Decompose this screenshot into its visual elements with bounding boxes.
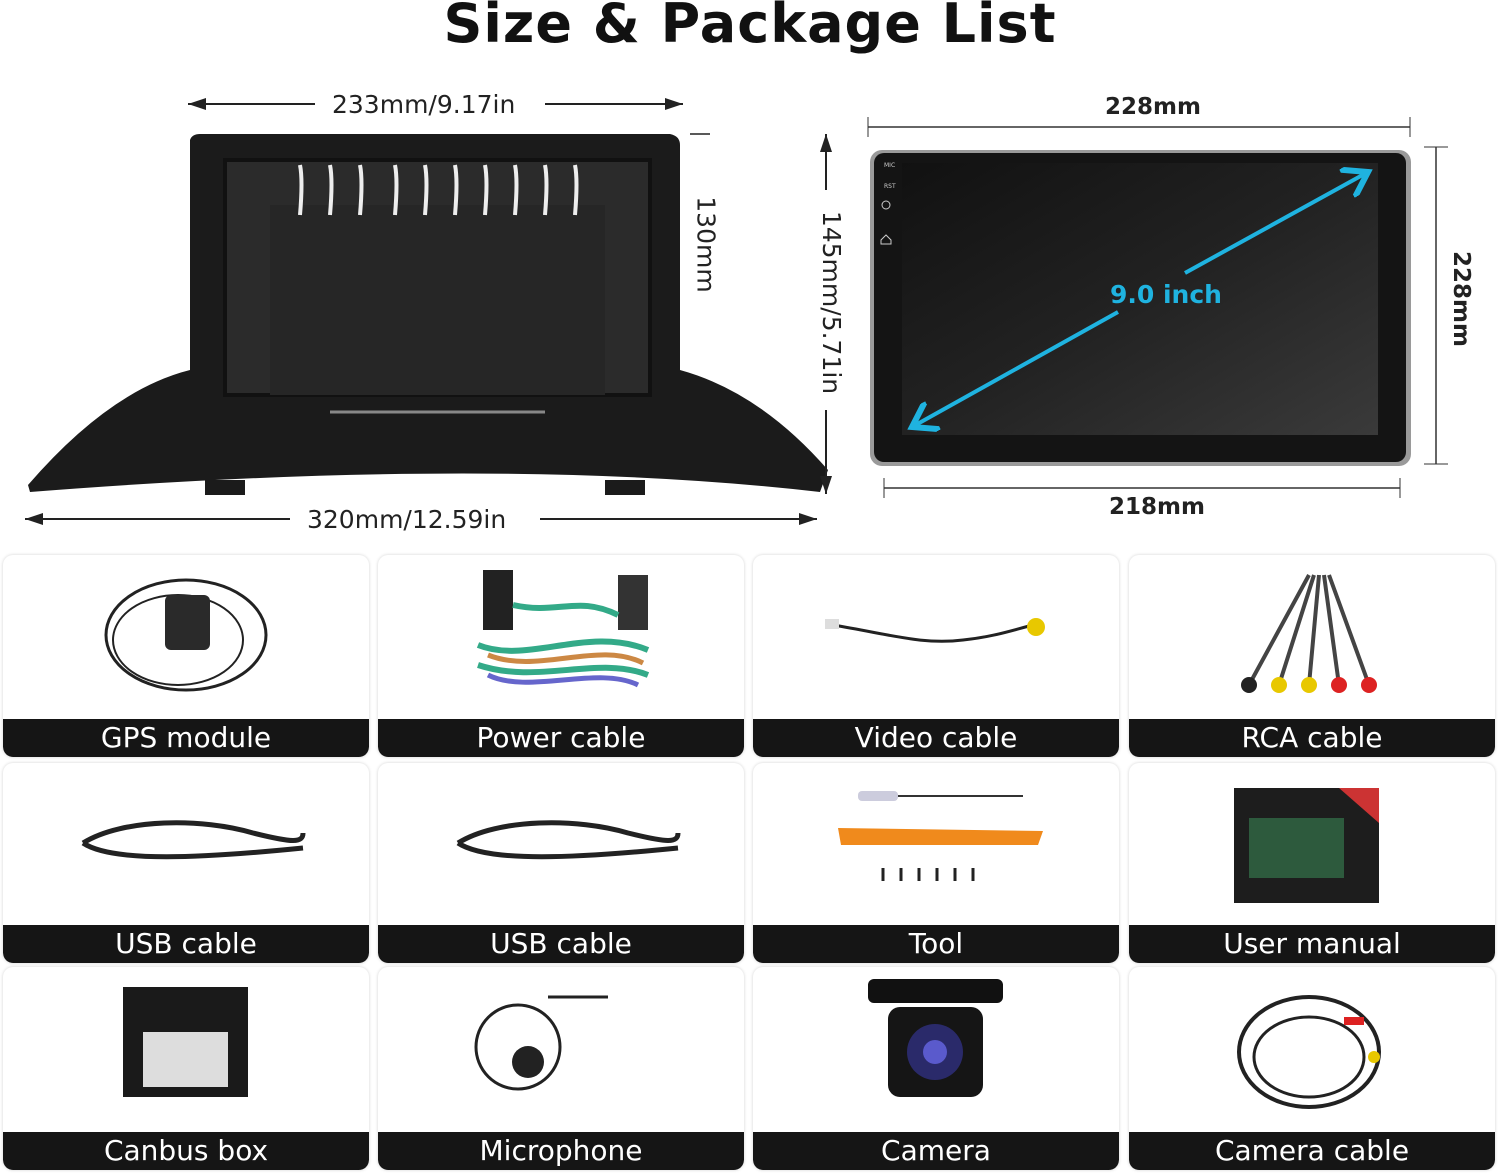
manual-icon (1234, 788, 1379, 903)
wire-harness-icon (476, 570, 650, 688)
package-item-label: Camera (753, 1132, 1119, 1170)
screen-bottom-width: 218mm (1099, 494, 1215, 520)
head-unit-screen-image (870, 150, 1411, 466)
package-item-label: Camera cable (1129, 1132, 1495, 1170)
package-item-label: Power cable (378, 719, 744, 757)
package-item-label: GPS module (3, 719, 369, 757)
usb-cable-icon (81, 820, 306, 860)
frame-top-width: 233mm/9.17in (322, 90, 526, 119)
camera-icon (868, 979, 1003, 1097)
package-item-card: Canbus box (3, 967, 369, 1170)
usb-cable-icon (456, 820, 681, 860)
package-item-card: Power cable (378, 555, 744, 757)
package-item-card: USB cable (3, 763, 369, 963)
package-item-label: Microphone (378, 1132, 744, 1170)
screen-height: 228mm (1447, 241, 1474, 357)
rst-label: RST (884, 183, 896, 190)
page-title: Size & Package List (443, 0, 1057, 55)
gps-antenna-icon (104, 578, 268, 692)
rca-cable-icon (1241, 574, 1377, 693)
package-item-label: RCA cable (1129, 719, 1495, 757)
screen-top-width: 228mm (1095, 94, 1211, 120)
package-item-card: User manual (1129, 763, 1495, 963)
video-cable-icon (825, 618, 1045, 643)
camera-cable-icon (1237, 995, 1381, 1109)
frame-inner-height: 130mm (691, 196, 721, 293)
package-item-label: Tool (753, 925, 1119, 963)
package-item-card: GPS module (3, 555, 369, 757)
dimension-drawings (25, 98, 1448, 525)
pry-tool-icon (838, 791, 1043, 881)
package-item-card: Video cable (753, 555, 1119, 757)
canbus-box-icon (123, 987, 248, 1097)
package-item-card: Tool (753, 763, 1119, 963)
mic-label: MIC (884, 162, 896, 169)
package-item-label: User manual (1129, 925, 1495, 963)
package-item-card: RCA cable (1129, 555, 1495, 757)
microphone-icon (474, 995, 608, 1091)
package-item-label: USB cable (378, 925, 744, 963)
dash-frame-image (28, 134, 828, 495)
package-item-card: Microphone (378, 967, 744, 1170)
screen-diagonal: 9.0 inch (1110, 280, 1222, 309)
package-item-label: Video cable (753, 719, 1119, 757)
package-item-card: USB cable (378, 763, 744, 963)
package-item-card: Camera (753, 967, 1119, 1170)
frame-bottom-width: 320mm/12.59in (297, 505, 517, 534)
frame-outer-height: 145mm/5.71in (817, 200, 847, 405)
package-item-label: USB cable (3, 925, 369, 963)
package-item-label: Canbus box (3, 1132, 369, 1170)
package-item-card: Camera cable (1129, 967, 1495, 1170)
